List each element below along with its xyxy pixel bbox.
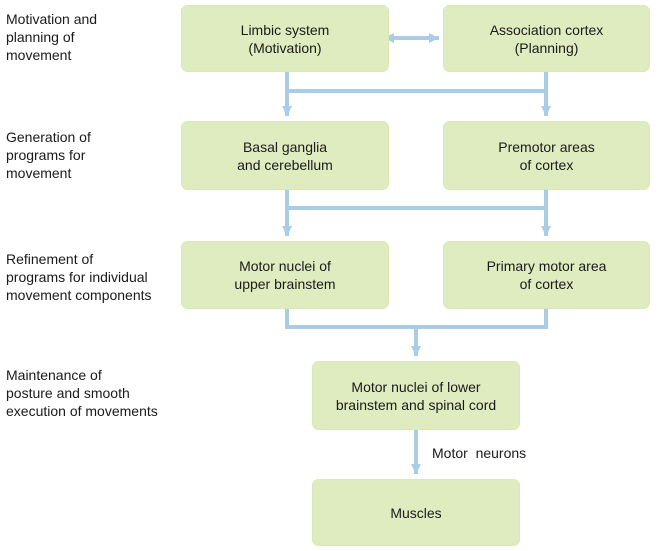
box-basal-ganglia: Basal ganglia and cerebellum (181, 121, 389, 190)
level-label-maintenance: Maintenance of posture and smooth execut… (6, 367, 158, 419)
box-premotor-areas: Premotor areas of cortex (443, 121, 650, 190)
level-label-generation: Generation of programs for movement (6, 129, 91, 181)
edge-label-motor-neurons: Motor neurons (432, 445, 527, 461)
box-muscles: Muscles (312, 479, 520, 546)
box-limbic-system: Limbic system (Motivation) (181, 5, 389, 72)
box-primary-motor-area: Primary motor area of cortex (443, 241, 650, 309)
level3-merge-line (285, 307, 548, 329)
box-motor-nuclei-lower: Motor nuclei of lower brainstem and spin… (312, 361, 520, 430)
box-motor-nuclei-upper: Motor nuclei of upper brainstem (181, 241, 389, 309)
level-label-refinement: Refinement of programs for individual mo… (6, 251, 152, 303)
box-association-cortex: Association cortex (Planning) (443, 5, 650, 72)
level-label-motivation: Motivation and planning of movement (6, 11, 98, 63)
